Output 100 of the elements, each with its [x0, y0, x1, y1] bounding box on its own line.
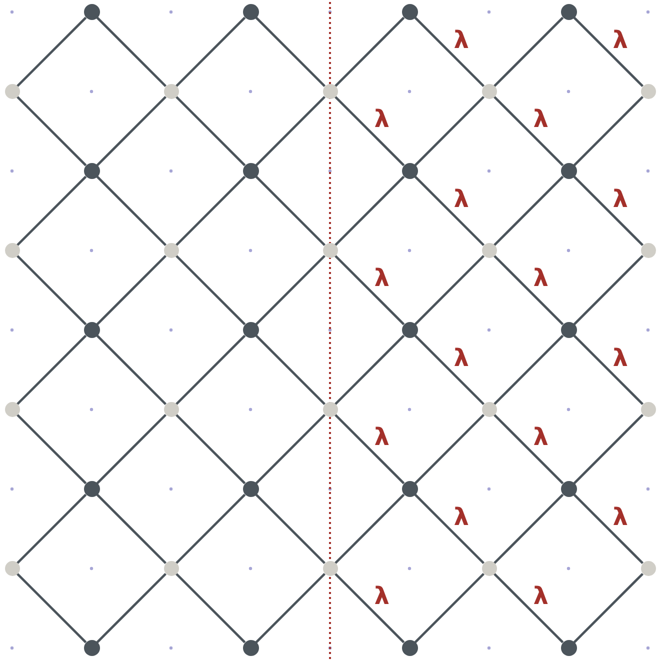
connector-line [493, 254, 564, 326]
connector-line [414, 334, 485, 406]
connector-line [573, 96, 644, 166]
connector-line [16, 494, 87, 564]
connector-line [334, 414, 405, 484]
connector-line [573, 494, 644, 564]
lattice-site [164, 84, 178, 99]
lattice-node [242, 4, 258, 20]
connector-line [96, 16, 167, 88]
connector-line [96, 494, 167, 564]
connector-line [16, 176, 87, 246]
connector-line [414, 494, 485, 564]
connector-line [493, 96, 564, 166]
connector-line [334, 494, 405, 564]
connector-line [493, 414, 564, 484]
lattice-site [640, 561, 656, 576]
lattice-site [4, 84, 20, 99]
lattice-node [84, 4, 100, 20]
connector-line [334, 16, 405, 88]
connector-line [175, 254, 246, 326]
lattice-site [4, 402, 20, 417]
lattice-site [164, 561, 178, 576]
lattice-site [482, 402, 496, 417]
lattice-site [640, 84, 656, 99]
lattice-node [242, 640, 258, 656]
connector-line [414, 176, 485, 246]
lattice-node [402, 322, 418, 338]
lattice-node [242, 481, 258, 497]
lattice-node [560, 640, 576, 656]
connector-line [96, 414, 167, 484]
lattice-node [84, 640, 100, 656]
lattice-node [560, 481, 576, 497]
connector-line [573, 414, 644, 484]
lattice-node [402, 481, 418, 497]
connector-line [573, 16, 644, 88]
connector-line [175, 494, 246, 564]
lattice-site [4, 561, 20, 576]
lattice-site [640, 243, 656, 258]
connector-line [175, 334, 246, 406]
connector-line [16, 334, 87, 406]
connector-line [96, 572, 167, 644]
lattice-node [242, 163, 258, 179]
connector-line [96, 96, 167, 166]
connector-line [255, 96, 326, 166]
connector-line [334, 96, 405, 166]
connector-line [573, 334, 644, 406]
connector-line [96, 334, 167, 406]
connector-line [573, 176, 644, 246]
lattice-site [640, 402, 656, 417]
connector-line [255, 414, 326, 484]
lattice-node [84, 322, 100, 338]
connector-line [255, 334, 326, 406]
connector-line [493, 334, 564, 406]
connector-line [493, 494, 564, 564]
connector-line [573, 572, 644, 644]
connector-line [334, 254, 405, 326]
lattice-site [322, 561, 338, 576]
connector-line [334, 176, 405, 246]
lattice-node [402, 4, 418, 20]
connector-line [16, 96, 87, 166]
lattice-site [164, 243, 178, 258]
connector-line [414, 572, 485, 644]
lattice-site [322, 84, 338, 99]
connector-line [175, 176, 246, 246]
lattice-node [84, 163, 100, 179]
connector-line [334, 572, 405, 644]
connector-line [255, 176, 326, 246]
connector-line [175, 96, 246, 166]
lattice-node [560, 163, 576, 179]
connector-line [16, 572, 87, 644]
connector-line [334, 334, 405, 406]
connector-line [255, 572, 326, 644]
lattice-site [482, 561, 496, 576]
connector-line [255, 16, 326, 88]
lattice-site [164, 402, 178, 417]
connector-line [573, 254, 644, 326]
connector-line [414, 414, 485, 484]
lattice-node [560, 4, 576, 20]
connector-line [493, 176, 564, 246]
connector-line [414, 96, 485, 166]
connector-line [175, 572, 246, 644]
connector-line [175, 414, 246, 484]
lattice-site [4, 243, 20, 258]
lattice-node [402, 163, 418, 179]
connector-line [96, 176, 167, 246]
lattice-site [482, 243, 496, 258]
lattice-node [560, 322, 576, 338]
lattice-node [402, 640, 418, 656]
connector-line [493, 572, 564, 644]
connector-line [16, 16, 87, 88]
lattice-site [482, 84, 496, 99]
connector-line [255, 254, 326, 326]
lattice-node [84, 481, 100, 497]
lattice-node [242, 322, 258, 338]
connector-line [414, 254, 485, 326]
lattice-site [322, 243, 338, 258]
connector-line [96, 254, 167, 326]
connector-line [414, 16, 485, 88]
lattice-site [322, 402, 338, 417]
connector-line [16, 414, 87, 484]
